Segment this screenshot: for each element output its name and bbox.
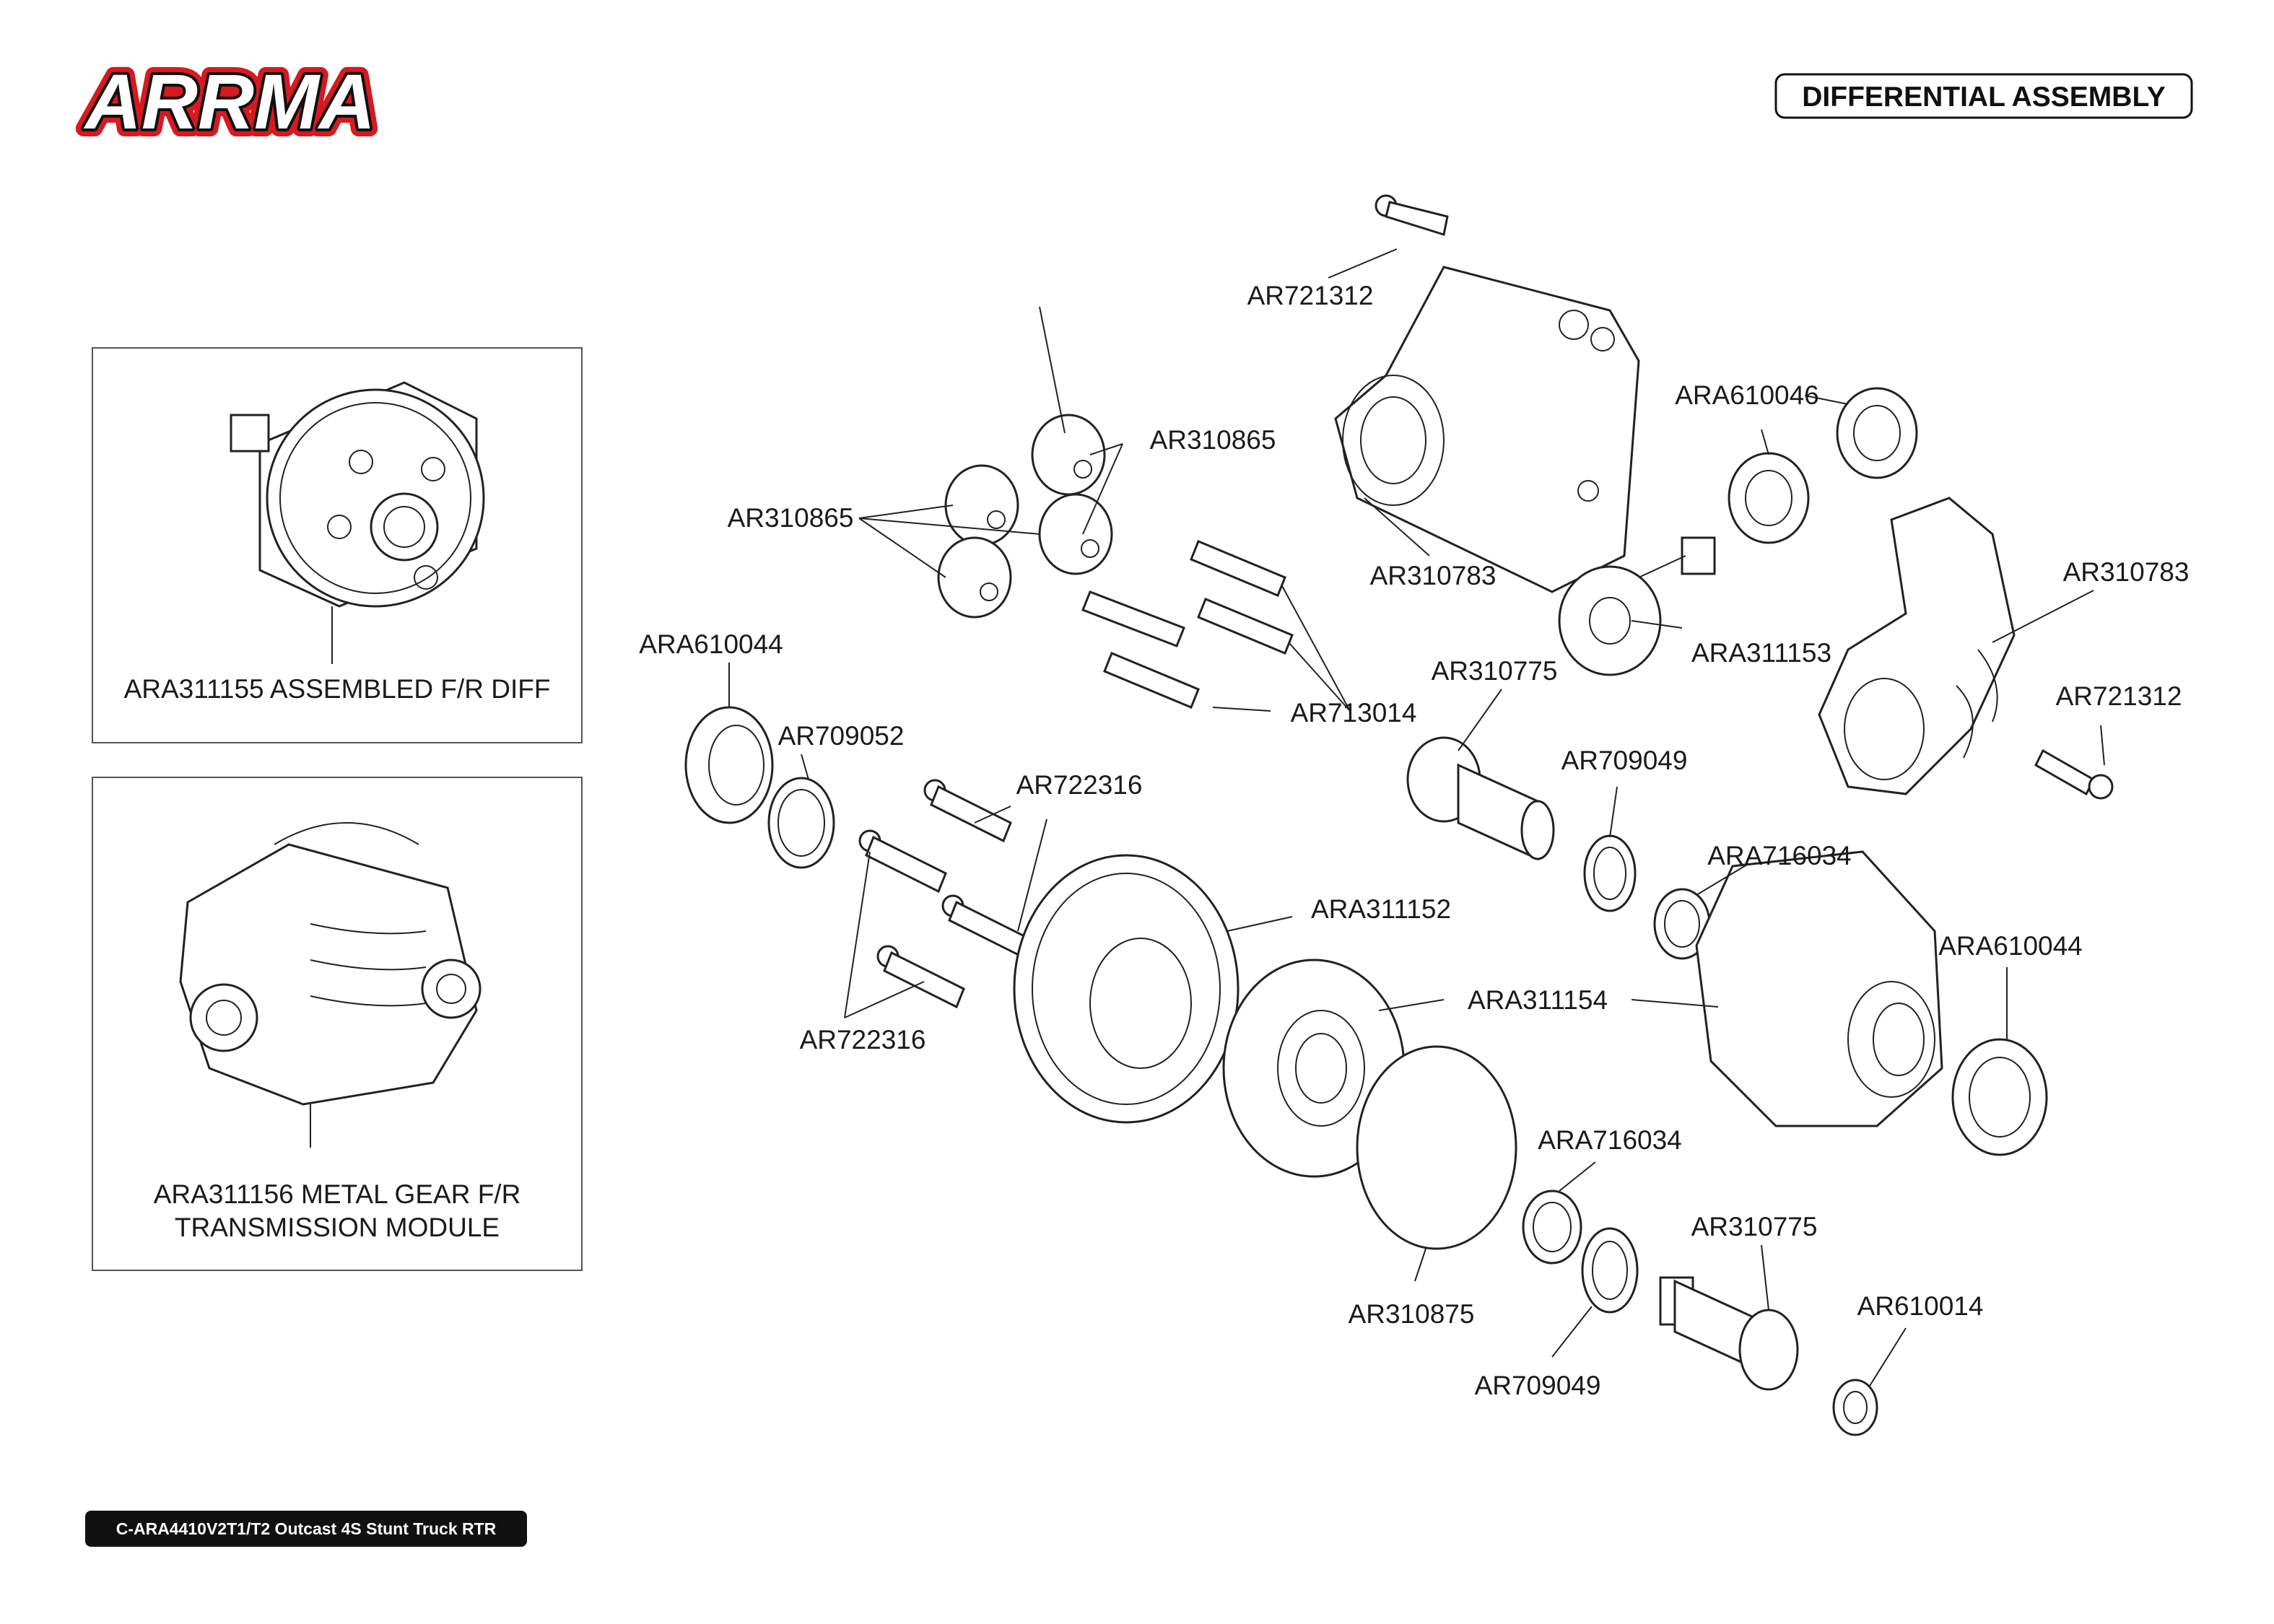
- cross-pins-ar713014: [1081, 540, 1294, 709]
- part-label: AR310783: [2063, 557, 2190, 587]
- inset-assembled-diff: ARA311155 ASSEMBLED F/R DIFF: [92, 347, 583, 743]
- part-label: AR709052: [778, 721, 905, 751]
- footer-model-tag: C-ARA4410V2T1/T2 Outcast 4S Stunt Truck …: [85, 1511, 527, 1547]
- output-gear-top: [1406, 736, 1555, 861]
- part-label: ARA716034: [1538, 1125, 1682, 1155]
- ring-gear-ara311152: [1013, 854, 1240, 1124]
- svg-text:ARRMA: ARRMA: [83, 58, 375, 145]
- part-label: ARA610046: [1675, 380, 1819, 410]
- bearing-ar610014: [1832, 1379, 1878, 1436]
- pin-ar721312-top: [1375, 194, 1449, 236]
- shim-ar709049-bottom: [1581, 1227, 1639, 1314]
- shim-ar709052: [767, 777, 835, 869]
- part-label: ARA311152: [1311, 894, 1451, 924]
- part-label: AR722316: [1016, 770, 1143, 800]
- housing-left: [1334, 266, 1640, 593]
- section-title: DIFFERENTIAL ASSEMBLY: [1774, 73, 2193, 119]
- pin-ar721312-right: [2034, 748, 2114, 800]
- arrma-logo: ARRMA ARRMA ARRMA: [75, 50, 383, 153]
- part-label: ARA610044: [639, 629, 783, 659]
- inset-caption-line1: ARA311156 METAL GEAR F/R: [154, 1179, 521, 1209]
- section-title-text: DIFFERENTIAL ASSEMBLY: [1802, 82, 2165, 113]
- shim-ara716034-top: [1653, 888, 1711, 960]
- part-label: AR722316: [800, 1025, 926, 1055]
- part-label: AR721312: [2056, 681, 2182, 711]
- shim-ar709049-top: [1583, 834, 1637, 912]
- part-label: AR310875: [1349, 1299, 1475, 1329]
- part-label: AR709049: [1561, 746, 1688, 775]
- part-labels: AR721312 AR310865 AR310865 AR310783 ARA6…: [639, 281, 2189, 1400]
- inset-transmission-module: ARA311156 METAL GEAR F/R TRANSMISSION MO…: [92, 777, 583, 1271]
- bearing-ara610044-left: [684, 706, 774, 824]
- part-label: AR709049: [1475, 1371, 1601, 1400]
- part-label: ARA311153: [1691, 638, 1831, 668]
- bearing-ara610046: [1728, 387, 1918, 544]
- part-label: AR310775: [1432, 656, 1558, 686]
- inset-caption-line2: TRANSMISSION MODULE: [175, 1213, 500, 1242]
- part-label: AR721312: [1247, 281, 1374, 310]
- gasket-ar310875: [1356, 1045, 1517, 1250]
- pins-ar722316: [858, 779, 1030, 1009]
- part-label: AR310783: [1370, 561, 1497, 590]
- exploded-parts: [684, 194, 2114, 1436]
- output-gear-bottom: [1659, 1276, 1799, 1391]
- part-label: ARA610044: [1938, 931, 2083, 961]
- diff-case: [1695, 850, 1943, 1127]
- svg-text:ARRMA: ARRMA: [83, 58, 375, 145]
- part-label: AR310865: [1150, 425, 1276, 455]
- spider-gears: [937, 414, 1113, 619]
- part-label: ARA716034: [1707, 841, 1852, 870]
- part-label: AR310775: [1691, 1212, 1818, 1241]
- pinion-ara311153: [1558, 536, 1716, 676]
- transmission-module-drawing: [179, 822, 482, 1148]
- housing-right: [1818, 497, 2016, 795]
- part-label: AR610014: [1857, 1291, 1984, 1321]
- inset-caption-assembled-diff: ARA311155 ASSEMBLED F/R DIFF: [124, 674, 551, 704]
- part-label: AR713014: [1291, 698, 1417, 728]
- assembled-diff-drawing: [230, 381, 485, 664]
- svg-text:ARRMA: ARRMA: [83, 58, 375, 145]
- shim-ara716034-bottom: [1522, 1189, 1582, 1265]
- leader-lines: [728, 248, 2105, 1387]
- part-label: ARA311154: [1468, 985, 1608, 1015]
- footer-model-text: C-ARA4410V2T1/T2 Outcast 4S Stunt Truck …: [116, 1519, 497, 1538]
- part-label: AR310865: [728, 503, 854, 533]
- bearing-ara610044-right: [1951, 1038, 2048, 1156]
